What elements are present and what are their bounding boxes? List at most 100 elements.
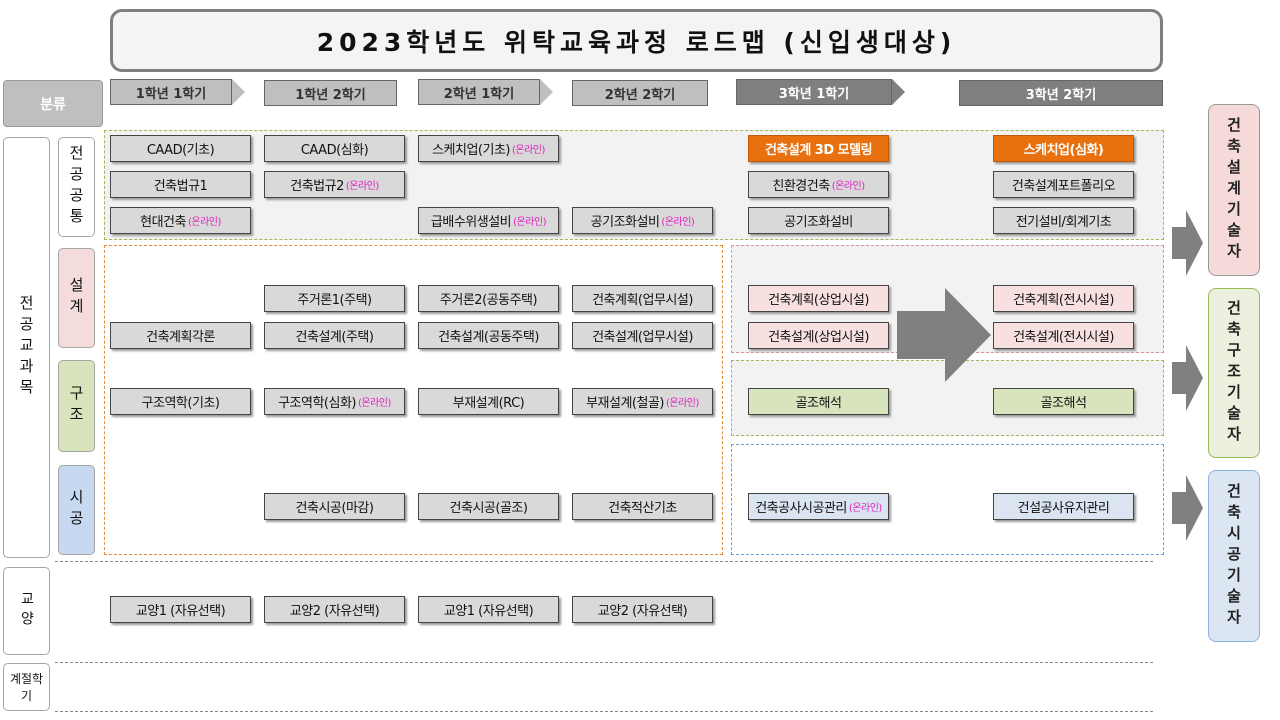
course-label: 전기설비/회계기초 (1015, 215, 1112, 230)
course-label: 공기조화설비 (784, 215, 853, 230)
course-structural-mechanics-advanced[interactable]: 구조역학(심화)(온라인) (264, 388, 405, 415)
course-member-design-steel[interactable]: 부재설계(철골)(온라인) (572, 388, 713, 415)
course-housing-theory-2[interactable]: 주거론2(공동주택) (418, 285, 559, 312)
course-building-law-1[interactable]: 건축법규1 (110, 171, 251, 198)
course-cost-estimating[interactable]: 건축적산기초 (572, 493, 713, 520)
course-label: 주거론2(공동주택) (439, 293, 538, 308)
course-eco-architecture[interactable]: 친환경건축(온라인) (748, 171, 889, 198)
course-label: 건축적산기초 (608, 501, 677, 516)
course-label: 건축법규2 (290, 179, 344, 194)
course-label: 부재설계(철골) (586, 396, 664, 411)
course-construction-finishing[interactable]: 건축시공(마감) (264, 493, 405, 520)
course-modern-architecture[interactable]: 현대건축(온라인) (110, 207, 251, 234)
online-tag: (온라인) (661, 217, 695, 228)
course-hvac-2-2[interactable]: 공기조화설비(온라인) (572, 207, 713, 234)
job-design-engineer: 건축설계기술자 (1208, 104, 1260, 276)
major-common-label: 전공공통 (58, 137, 95, 237)
semester-1-1: 1학년 1학기 (110, 79, 232, 105)
course-label: 건설공사유지관리 (1017, 501, 1110, 516)
course-liberal-1-2[interactable]: 교양2 (자유선택) (264, 596, 405, 623)
semester-arrow-icon (892, 79, 905, 105)
course-construction-management[interactable]: 건축공사시공관리(온라인) (748, 493, 889, 520)
course-sketchup-advanced[interactable]: 스케치업(심화) (993, 135, 1134, 162)
course-caad-basic[interactable]: CAAD(기초) (110, 135, 251, 162)
course-building-law-2[interactable]: 건축법규2(온라인) (264, 171, 405, 198)
course-plumbing[interactable]: 급배수위생설비(온라인) (418, 207, 559, 234)
course-label: 건축시공(골조) (449, 501, 528, 516)
online-tag: (온라인) (345, 181, 379, 192)
course-planning-commercial[interactable]: 건축계획(상업시설) (748, 285, 889, 312)
course-design-commercial[interactable]: 건축설계(상업시설) (748, 322, 889, 349)
course-label: 골조해석 (795, 396, 842, 411)
course-label: 건축계획각론 (146, 330, 215, 345)
course-liberal-2-1[interactable]: 교양1 (자유선택) (418, 596, 559, 623)
course-label: 건축설계(주택) (295, 330, 374, 345)
course-label: 구조역학(심화) (278, 396, 356, 411)
course-design-office[interactable]: 건축설계(업무시설) (572, 322, 713, 349)
course-label: CAAD(기초) (146, 143, 215, 158)
online-tag: (온라인) (187, 217, 221, 228)
course-frame-analysis-3-1[interactable]: 골조해석 (748, 388, 889, 415)
course-liberal-1-1[interactable]: 교양1 (자유선택) (110, 596, 251, 623)
course-label: 스케치업(심화) (1023, 143, 1104, 158)
course-label: 현대건축 (140, 215, 186, 230)
course-maintenance-management[interactable]: 건설공사유지관리 (993, 493, 1134, 520)
job-structural-engineer: 건축구조기술자 (1208, 288, 1260, 458)
course-planning-office[interactable]: 건축계획(업무시설) (572, 285, 713, 312)
online-tag: (온라인) (666, 398, 699, 409)
course-label: 교양1 (자유선택) (135, 604, 226, 619)
course-label: 스케치업(기초) (432, 143, 510, 158)
course-planning-theory[interactable]: 건축계획각론 (110, 322, 251, 349)
career-arrow-icon (1172, 345, 1203, 411)
design-label: 설계 (58, 248, 95, 348)
course-label: 공기조화설비 (590, 215, 660, 230)
course-label: 급배수위생설비 (430, 215, 512, 230)
course-label: 부재설계(RC) (452, 396, 525, 411)
divider-line (55, 561, 1153, 562)
course-caad-advanced[interactable]: CAAD(심화) (264, 135, 405, 162)
course-sketchup-basic[interactable]: 스케치업(기초)(온라인) (418, 135, 559, 162)
major-subjects-label: 전공교과목 (3, 137, 50, 558)
course-3d-modeling[interactable]: 건축설계 3D 모델링 (748, 135, 889, 162)
course-frame-analysis-3-2[interactable]: 골조해석 (993, 388, 1134, 415)
course-housing-theory-1[interactable]: 주거론1(주택) (264, 285, 405, 312)
course-design-exhibition[interactable]: 건축설계(전시시설) (993, 322, 1134, 349)
course-construction-frame[interactable]: 건축시공(골조) (418, 493, 559, 520)
course-label: 주거론1(주택) (297, 293, 372, 308)
divider-line (55, 662, 1153, 663)
job-construction-engineer: 건축시공기술자 (1208, 470, 1260, 642)
course-label: 건축설계(공동주택) (438, 330, 539, 345)
course-liberal-2-2[interactable]: 교양2 (자유선택) (572, 596, 713, 623)
course-label: CAAD(심화) (300, 143, 369, 158)
semester-1-2: 1학년 2학기 (264, 80, 397, 106)
course-label: 건축공사시공관리 (755, 501, 847, 516)
major-subjects-text: 전공교과목 (17, 295, 35, 400)
course-label: 건축설계(업무시설) (592, 330, 693, 345)
design-text: 설계 (67, 277, 85, 319)
course-label: 골조해석 (1040, 396, 1087, 411)
online-tag: (온라인) (512, 145, 545, 156)
course-design-house[interactable]: 건축설계(주택) (264, 322, 405, 349)
semester-3-1: 3학년 1학기 (736, 79, 892, 105)
divider-line (55, 711, 1153, 712)
course-label: 건축계획(전시시설) (1013, 293, 1114, 308)
course-design-apartment[interactable]: 건축설계(공동주택) (418, 322, 559, 349)
course-hvac-3-1[interactable]: 공기조화설비 (748, 207, 889, 234)
course-planning-exhibition[interactable]: 건축계획(전시시설) (993, 285, 1134, 312)
course-label: 건축설계(상업시설) (768, 330, 869, 345)
course-label: 건축법규1 (153, 179, 208, 194)
course-label: 구조역학(기초) (141, 396, 220, 411)
course-label: 친환경건축 (772, 179, 830, 194)
course-electrical-accounting[interactable]: 전기설비/회계기초 (993, 207, 1134, 234)
semester-2-2: 2학년 2학기 (572, 80, 708, 106)
semester-2-1: 2학년 1학기 (418, 79, 540, 105)
course-structural-mechanics-basic[interactable]: 구조역학(기초) (110, 388, 251, 415)
course-design-portfolio[interactable]: 건축설계포트폴리오 (993, 171, 1134, 198)
career-arrow-icon (1172, 475, 1203, 541)
course-member-design-rc[interactable]: 부재설계(RC) (418, 388, 559, 415)
semester-arrow-icon (232, 79, 245, 105)
major-common-text: 전공공통 (67, 145, 85, 229)
year1-2-region (104, 245, 723, 555)
job-label: 건축설계기술자 (1224, 116, 1243, 264)
seasonal-label: 계절학기 (3, 663, 50, 711)
